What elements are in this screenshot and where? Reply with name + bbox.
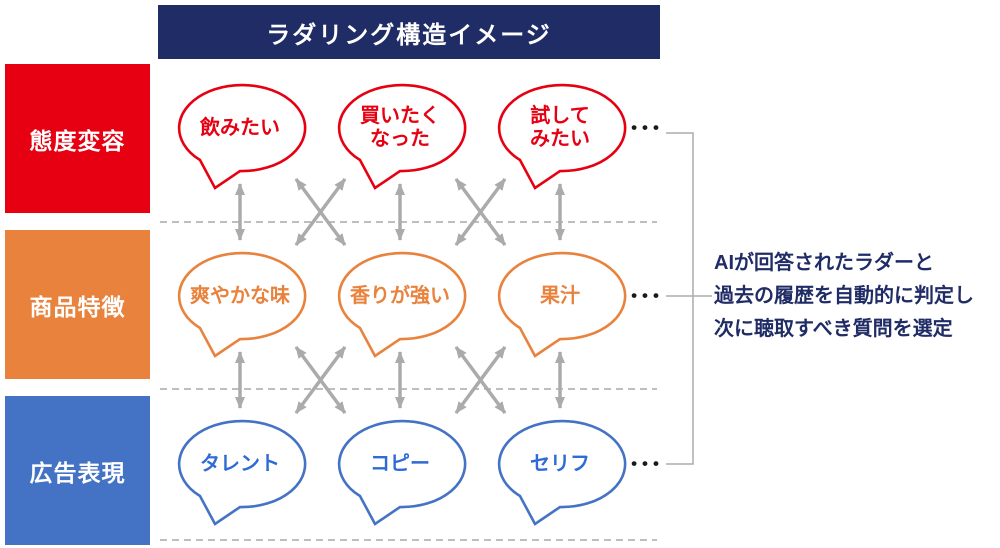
ellipsis-dots-row2: ••• [631, 286, 664, 305]
speech-bubble-outline [497, 419, 627, 526]
speech-bubble-outline [337, 419, 467, 526]
speech-bubble-outline [337, 83, 467, 190]
annotation-line-3: 次に聴取すべき質問を選定 [714, 318, 953, 340]
ladder-arrows-gap1 [235, 177, 565, 247]
speech-bubbles-row3 [177, 419, 627, 526]
diagram-title: ラダリング構造イメージ [158, 5, 660, 59]
bidirectional-arrow-diagonal [454, 345, 507, 415]
speech-bubble-outline [177, 251, 307, 358]
bidirectional-arrow-diagonal [294, 177, 347, 247]
row-separators [160, 221, 657, 541]
speech-bubbles-row2 [177, 251, 627, 358]
grouping-bracket [666, 132, 712, 465]
ellipsis-dots-row3: ••• [631, 454, 664, 473]
ellipsis-dots-row1: ••• [631, 118, 664, 137]
bracket-outline [666, 132, 694, 465]
row-label-product-feature: 商品特徴 [5, 230, 150, 379]
bubble-serifu: セリフ [530, 452, 590, 475]
bubble-want-to-buy: 買いたく なった [360, 105, 440, 150]
ladder-arrows-gap2 [235, 345, 565, 415]
speech-bubble-outline [497, 251, 627, 358]
bubble-want-to-drink: 飲みたい [200, 116, 280, 139]
bubble-want-to-try: 試して みたい [530, 105, 590, 150]
bidirectional-arrow-diagonal [294, 345, 347, 415]
bubble-strong-aroma: 香りが強い [350, 284, 450, 307]
annotation-line-1: AIが回答されたラダーと [714, 252, 934, 274]
bubble-copy: コピー [370, 452, 430, 475]
ai-annotation-text: AIが回答されたラダーと 過去の履歴を自動的に判定し 次に聴取すべき質問を選定 [714, 247, 1000, 346]
bubble-fruit-juice: 果汁 [540, 284, 580, 307]
speech-bubble-outline [177, 419, 307, 526]
bubble-talent: タレント [200, 452, 280, 475]
bubble-refreshing-taste: 爽やかな味 [190, 284, 290, 307]
bidirectional-arrow-diagonal [454, 177, 507, 247]
speech-bubble-outline [337, 251, 467, 358]
annotation-line-2: 過去の履歴を自動的に判定し [714, 285, 974, 307]
speech-bubble-outline [177, 83, 307, 190]
speech-bubbles-row1 [177, 83, 627, 190]
row-label-attitude-change: 態度変容 [5, 64, 150, 213]
row-label-ad-expression: 広告表現 [5, 396, 150, 545]
speech-bubble-outline [497, 83, 627, 190]
